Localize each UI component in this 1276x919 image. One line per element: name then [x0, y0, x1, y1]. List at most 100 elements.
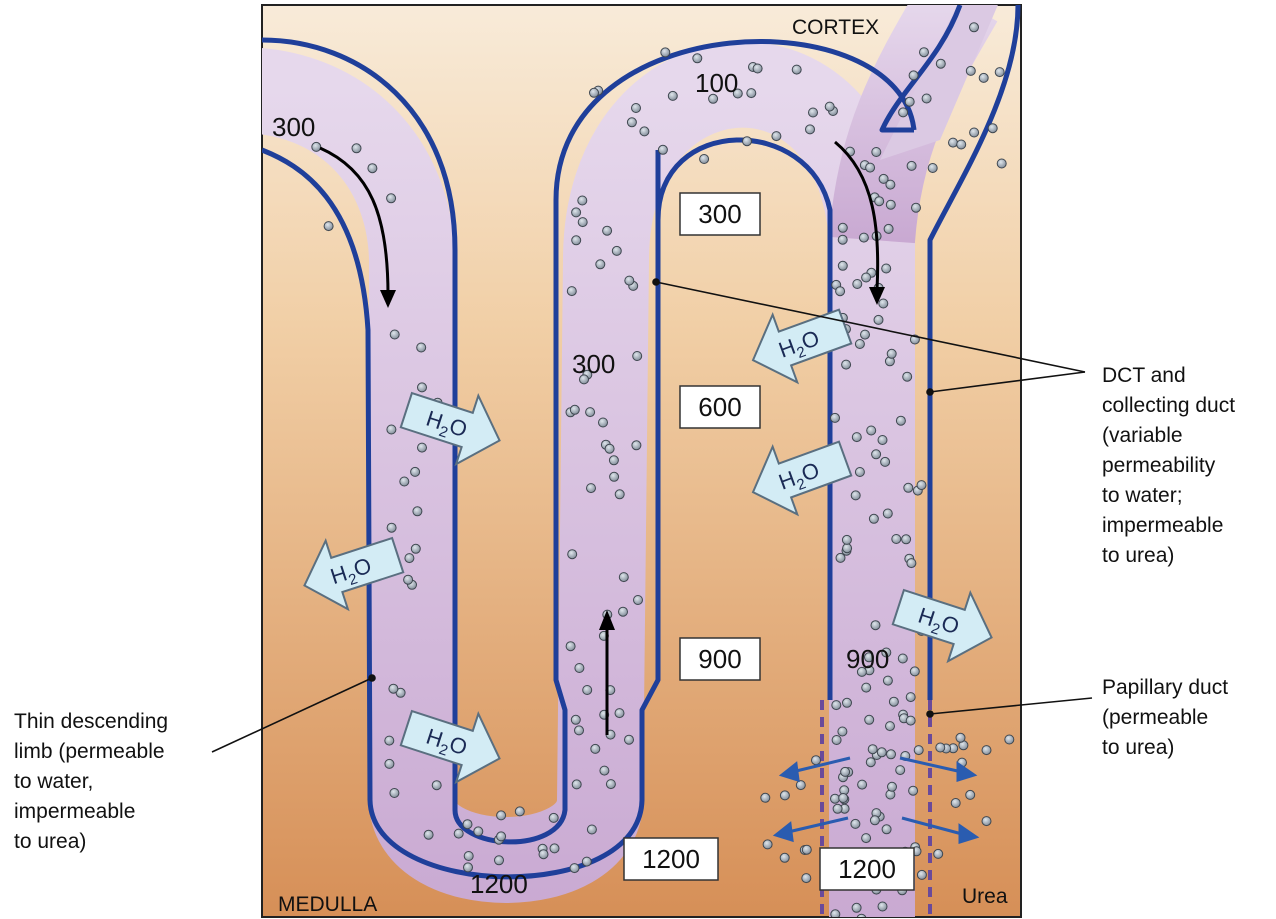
solute-dot — [951, 799, 960, 808]
solute-dot — [387, 425, 396, 434]
solute-dot — [892, 535, 901, 544]
solute-dot — [896, 766, 905, 775]
thin-line-4: impermeable — [14, 800, 135, 823]
thin-line-3: to water, — [14, 770, 93, 793]
dct-line-2: collecting duct — [1102, 394, 1235, 417]
solute-dot — [658, 145, 667, 154]
solute-dot — [956, 733, 965, 742]
cortex-label: CORTEX — [792, 16, 879, 39]
solute-dot — [418, 443, 427, 452]
solute-dot — [418, 383, 427, 392]
solute-dot — [859, 233, 868, 242]
solute-dot — [875, 197, 884, 206]
dct-line-3: (variable — [1102, 424, 1183, 447]
solute-dot — [571, 715, 580, 724]
solute-dot — [411, 544, 420, 553]
solute-dot — [780, 853, 789, 862]
solute-dot — [884, 224, 893, 233]
solute-dot — [596, 260, 605, 269]
solute-dot — [578, 218, 587, 227]
solute-dot — [970, 128, 979, 137]
solute-dot — [753, 64, 762, 73]
box-1200-right: 1200 — [838, 854, 896, 884]
solute-dot — [578, 196, 587, 205]
solute-dot — [838, 223, 847, 232]
solute-dot — [387, 523, 396, 532]
solute-dot — [907, 161, 916, 170]
solute-dot — [886, 180, 895, 189]
box-600: 600 — [698, 392, 741, 422]
solute-dot — [883, 509, 892, 518]
solute-dot — [936, 743, 945, 752]
solute-dot — [881, 457, 890, 466]
solute-dot — [587, 484, 596, 493]
solute-dot — [898, 654, 907, 663]
solute-dot — [878, 436, 887, 445]
solute-dot — [586, 408, 595, 417]
solute-dot — [909, 786, 918, 795]
solute-dot — [843, 544, 852, 553]
solute-dot — [812, 756, 821, 765]
solute-dot — [866, 758, 875, 767]
value-dct-top: 100 — [695, 68, 738, 98]
solute-dot — [867, 426, 876, 435]
solute-dot — [609, 456, 618, 465]
solute-dot — [838, 235, 847, 244]
box-900: 900 — [698, 644, 741, 674]
papillary-line-2: (permeable — [1102, 706, 1208, 729]
solute-dot — [368, 164, 377, 173]
solute-dot — [575, 726, 584, 735]
solute-dot — [385, 736, 394, 745]
value-loop-bottom: 1200 — [470, 869, 528, 899]
callout-thin-limb: Thin descending limb (permeable to water… — [14, 710, 168, 853]
box-1200-left: 1200 — [642, 844, 700, 874]
solute-dot — [400, 477, 409, 486]
solute-dot — [836, 287, 845, 296]
callout-dct: DCT and collecting duct (variable permea… — [1102, 364, 1235, 567]
solute-dot — [404, 575, 413, 584]
solute-dot — [871, 621, 880, 630]
solute-dot — [747, 89, 756, 98]
solute-dot — [463, 820, 472, 829]
solute-dot — [495, 856, 504, 865]
solute-dot — [857, 914, 866, 919]
solute-dot — [949, 138, 958, 147]
solute-dot — [842, 360, 851, 369]
solute-dot — [570, 405, 579, 414]
solute-dot — [896, 416, 905, 425]
solute-dot — [668, 91, 677, 100]
solute-dot — [587, 825, 596, 834]
solute-dot — [904, 483, 913, 492]
solute-dot — [572, 780, 581, 789]
solute-dot — [600, 766, 609, 775]
solute-dot — [615, 490, 624, 499]
leader-dot-4 — [369, 675, 375, 681]
solute-dot — [603, 226, 612, 235]
solute-dot — [539, 850, 548, 859]
solute-dot — [855, 468, 864, 477]
solute-dot — [979, 73, 988, 82]
solute-dot — [874, 315, 883, 324]
solute-dot — [970, 23, 979, 32]
solute-dot — [632, 441, 641, 450]
solute-dot — [903, 372, 912, 381]
solute-dot — [832, 736, 841, 745]
solute-dot — [839, 794, 848, 803]
solute-dot — [833, 804, 842, 813]
dct-line-7: to urea) — [1102, 544, 1174, 567]
value-ascending-mid: 300 — [572, 349, 615, 379]
solute-dot — [390, 330, 399, 339]
solute-dot — [591, 744, 600, 753]
solute-dot — [982, 817, 991, 826]
solute-dot — [862, 683, 871, 692]
solute-dot — [966, 66, 975, 75]
solute-dot — [914, 746, 923, 755]
solute-dot — [424, 830, 433, 839]
value-descending-top: 300 — [272, 112, 315, 142]
solute-dot — [625, 276, 634, 285]
solute-dot — [619, 607, 628, 616]
solute-dot — [568, 550, 577, 559]
solute-dot — [966, 790, 975, 799]
solute-dot — [610, 472, 619, 481]
